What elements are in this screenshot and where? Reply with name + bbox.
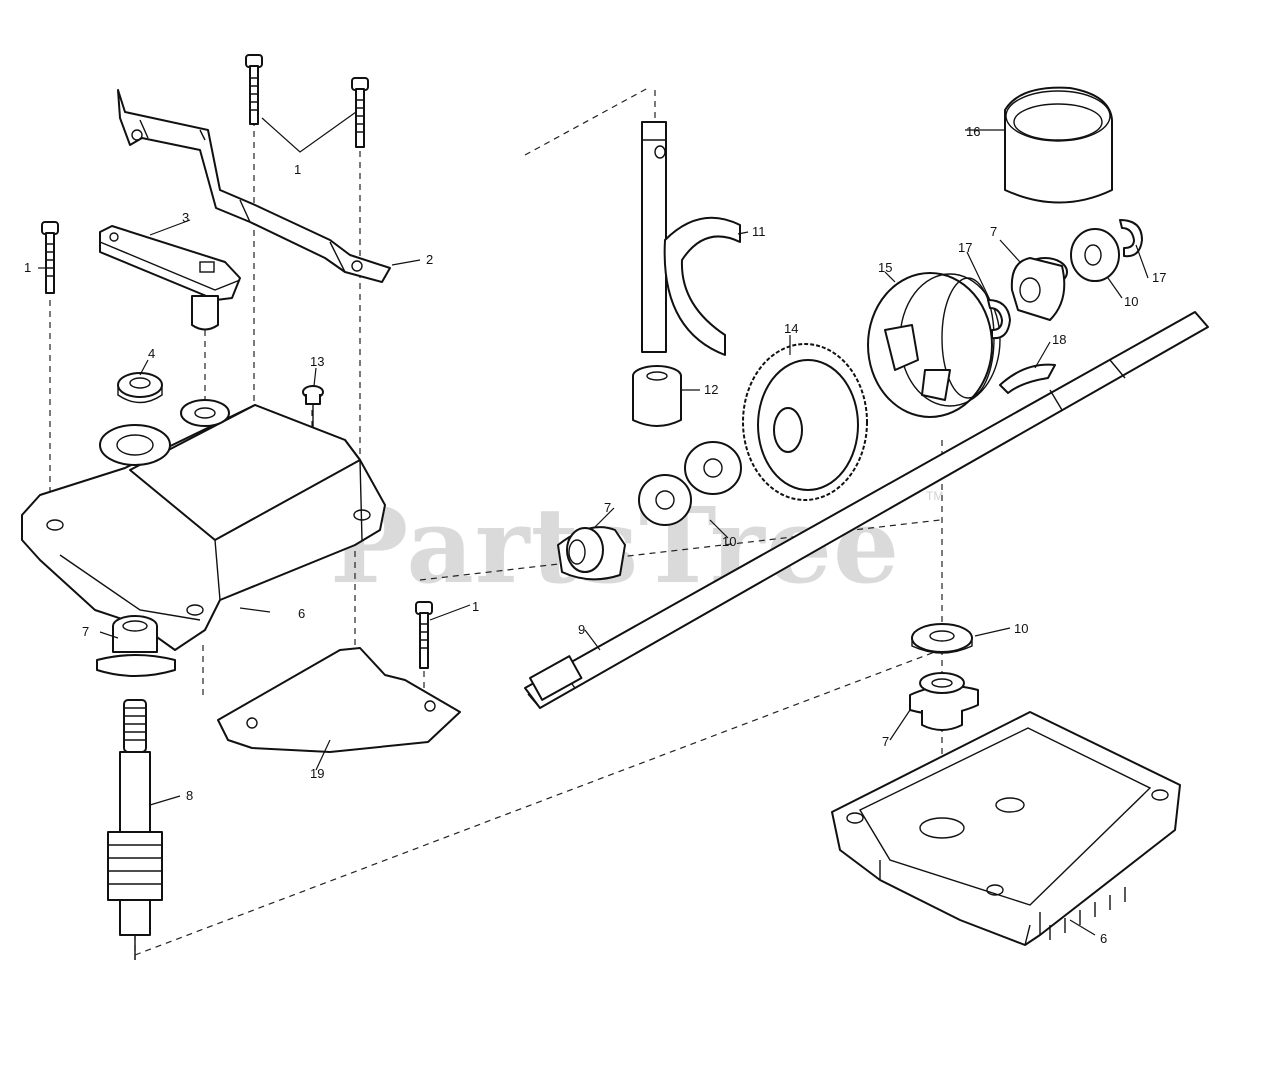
callout-10-lower: 10: [1014, 621, 1028, 636]
washer-4: [117, 372, 163, 404]
callout-9: 9: [578, 622, 585, 637]
lower-housing-6: [831, 711, 1181, 946]
callout-7-centre: 7: [604, 500, 611, 515]
leader-lines: [38, 111, 1149, 936]
callouts: 1 1 1 2 3 4 13 6 6 7 7 7 7 8 9 10 10 10 …: [24, 124, 1166, 946]
callout-10-centre: 10: [722, 534, 736, 549]
callout-15: 15: [878, 260, 892, 275]
callout-7-lower: 7: [882, 734, 889, 749]
bolt-1-right: [351, 77, 369, 148]
ering-17-a: [987, 299, 1011, 340]
watermark: PartsTree TM: [330, 484, 943, 607]
callout-3: 3: [182, 210, 189, 225]
callout-17-left: 17: [958, 240, 972, 255]
bolt-1-left: [41, 221, 59, 294]
callout-6-lower: 6: [1100, 931, 1107, 946]
bearing-7-upper: [1010, 257, 1068, 321]
callout-19: 19: [310, 766, 324, 781]
callout-12: 12: [704, 382, 718, 397]
callout-1-lower: 1: [472, 599, 479, 614]
callout-4: 4: [148, 346, 155, 361]
washer-10-upper: [1070, 228, 1120, 282]
bolt-1-lower: [415, 601, 433, 669]
bearing-7-left: [96, 615, 176, 677]
callout-1-top: 1: [294, 162, 301, 177]
callout-2: 2: [426, 252, 433, 267]
callout-14: 14: [784, 321, 798, 336]
watermark-trademark: TM: [926, 489, 943, 503]
bracket-2: [117, 89, 391, 283]
callout-17-right: 17: [1152, 270, 1166, 285]
callout-7-upper: 7: [990, 224, 997, 239]
callout-10-upper: 10: [1124, 294, 1138, 309]
washer-10-b: [638, 474, 692, 526]
callout-1-left: 1: [24, 260, 31, 275]
callout-18: 18: [1052, 332, 1066, 347]
shift-arm-3: [99, 225, 241, 331]
shift-fork-11: [641, 121, 741, 356]
gear-14: [742, 343, 868, 501]
bearing-7-lower: [909, 672, 979, 731]
upper-housing-6: [21, 399, 386, 651]
callout-8: 8: [186, 788, 193, 803]
bearing-7-centre: [557, 526, 626, 581]
plate-19: [217, 647, 461, 753]
output-shaft-9: [524, 311, 1209, 709]
bolt-1-top: [245, 54, 263, 125]
input-shaft-8: [107, 699, 163, 960]
callout-11: 11: [752, 224, 766, 239]
washer-10-lower: [911, 623, 973, 654]
washer-10-a: [684, 441, 742, 495]
callout-7-left: 7: [82, 624, 89, 639]
spacer-12: [632, 365, 682, 427]
callout-16: 16: [966, 124, 980, 139]
key-18: [999, 363, 1056, 394]
callout-13: 13: [310, 354, 324, 369]
pulley-15: [867, 272, 1001, 418]
callout-6-upper: 6: [298, 606, 305, 621]
bushing-16: [1004, 86, 1113, 204]
